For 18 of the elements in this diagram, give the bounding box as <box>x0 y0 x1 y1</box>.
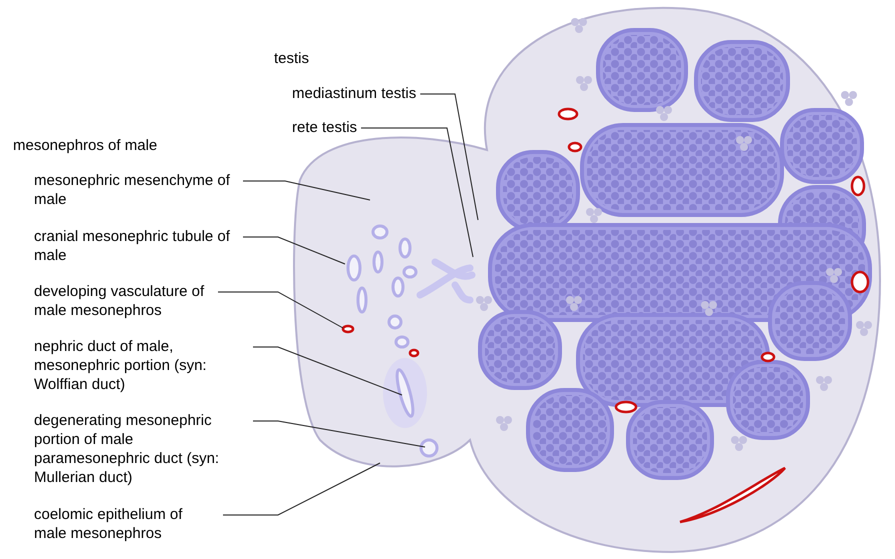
region-label: mesonephros of male <box>13 136 158 155</box>
leader-line <box>252 346 402 396</box>
leader-line <box>242 180 370 200</box>
callout-label: nephric duct of male, mesonephric portion (syn: Wolffian duct) <box>34 337 249 394</box>
callout-label: cranial mesonephric tubule of male <box>34 227 239 265</box>
region-label: testis <box>274 49 310 68</box>
callout-label: coelomic epithelium of male mesonephros <box>34 505 219 543</box>
callout-label: mesonephric mesenchyme of male <box>34 171 239 209</box>
leader-line <box>218 292 344 328</box>
callout-label: degenerating mesonephric portion of male paramesonephric duct (syn: Mullerian duct) <box>34 411 249 487</box>
callout-label: developing vasculature of male mesonephros <box>34 282 214 320</box>
leader-line <box>222 462 380 516</box>
callout-label: mediastinum testis <box>292 84 416 103</box>
leader-line <box>252 420 426 448</box>
callout-label: rete testis <box>292 118 358 137</box>
leader-line <box>242 236 346 264</box>
leader-line <box>420 94 478 220</box>
leader-line <box>360 128 474 258</box>
